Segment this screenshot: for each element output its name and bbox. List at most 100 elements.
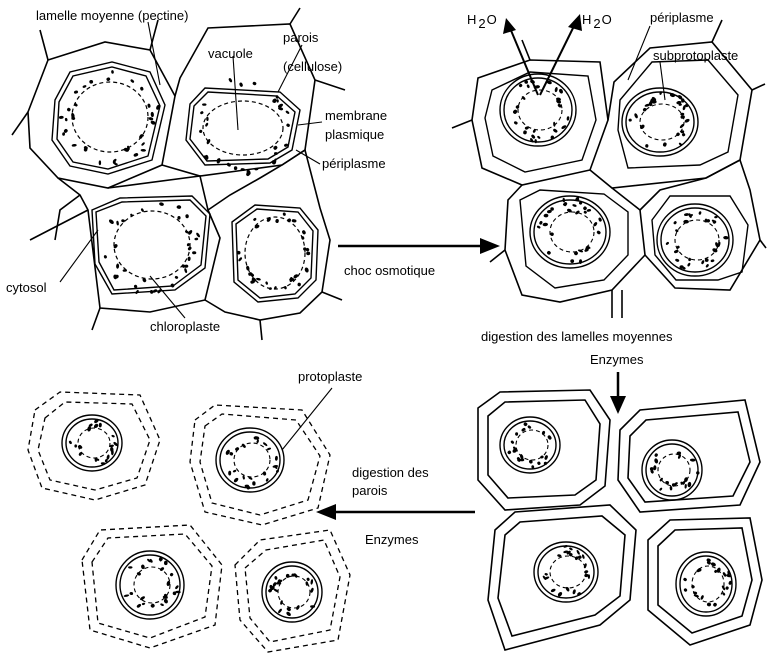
- label-enzymes-2: Enzymes: [365, 532, 419, 547]
- chloroplast-dots: [59, 70, 311, 295]
- chloroplast: [174, 276, 178, 280]
- chloroplast: [546, 250, 551, 255]
- chloroplast: [150, 112, 154, 118]
- chloroplast: [246, 266, 250, 271]
- chloroplast: [111, 434, 115, 437]
- chloroplast: [104, 255, 108, 259]
- chloroplast: [187, 243, 190, 247]
- chloroplast: [116, 221, 119, 226]
- label-enzymes-1: Enzymes: [590, 352, 644, 367]
- tissue-walls-2: [452, 20, 766, 318]
- chloroplast: [542, 223, 548, 227]
- chloroplast: [148, 117, 153, 121]
- chloroplast: [510, 440, 515, 445]
- chloroplast: [265, 281, 268, 285]
- chloroplast: [273, 145, 279, 151]
- chloroplast: [572, 204, 577, 208]
- chloroplast: [72, 144, 77, 147]
- label-subprotoplaste: subprotoplaste: [653, 48, 738, 63]
- chloroplast: [128, 566, 132, 568]
- chloroplast: [687, 482, 691, 488]
- chloroplast: [684, 118, 690, 123]
- chloroplast: [584, 570, 589, 574]
- label-periplasme-2: périplasme: [650, 10, 714, 25]
- chloroplast: [286, 123, 291, 128]
- label-cellulose: (cellulose): [283, 59, 342, 74]
- chloroplast: [106, 77, 111, 82]
- chloroplast: [690, 458, 696, 461]
- chloroplast: [628, 118, 632, 122]
- chloroplast: [547, 435, 552, 441]
- chloroplast: [586, 209, 591, 212]
- label-choc-osmotique: choc osmotique: [344, 263, 435, 278]
- chloroplast: [563, 545, 568, 549]
- chloroplast: [192, 251, 196, 254]
- chloroplast: [234, 166, 237, 170]
- chloroplast: [199, 129, 203, 133]
- chloroplast: [565, 586, 570, 592]
- label-cytosol: cytosol: [6, 280, 47, 295]
- chloroplast: [141, 142, 146, 147]
- chloroplast: [297, 282, 301, 286]
- chloroplast: [136, 603, 142, 608]
- chloroplast: [536, 225, 540, 229]
- chloroplast: [116, 263, 119, 268]
- chloroplast: [170, 283, 175, 288]
- chloroplast: [515, 105, 520, 110]
- chloroplast: [693, 594, 699, 598]
- chloroplast: [205, 122, 209, 127]
- chloroplast-dots-2: [512, 79, 729, 270]
- chloroplast: [275, 456, 278, 461]
- chloroplast: [233, 477, 239, 483]
- chloroplast: [523, 130, 527, 135]
- chloroplast: [696, 471, 700, 475]
- chloroplast: [543, 214, 548, 218]
- chloroplast: [175, 585, 180, 590]
- chloroplast: [665, 241, 669, 245]
- protoplasts-3: [500, 417, 736, 616]
- label-digestion-lamelles: digestion des lamelles moyennes: [481, 329, 673, 344]
- chloroplast: [723, 236, 729, 240]
- chloroplast: [534, 139, 537, 143]
- chloroplast: [159, 202, 165, 207]
- chloroplast: [654, 458, 659, 464]
- chloroplast: [123, 594, 129, 597]
- chloroplast: [228, 471, 231, 476]
- chloroplast: [659, 487, 663, 491]
- chloroplast: [515, 432, 518, 436]
- chloroplast: [59, 116, 64, 119]
- label-digestion-parois-2: parois: [352, 483, 388, 498]
- chloroplast: [228, 78, 233, 83]
- chloroplast: [169, 572, 174, 577]
- chloroplast: [267, 447, 272, 451]
- chloroplast: [691, 584, 696, 589]
- chloroplast: [539, 220, 543, 225]
- chloroplast: [541, 430, 545, 435]
- label-plasmique: plasmique: [325, 127, 384, 142]
- chloroplast: [553, 122, 556, 127]
- chloroplast: [276, 99, 279, 103]
- subprotoplasts: [500, 74, 733, 276]
- chloroplast: [566, 116, 569, 121]
- chloroplast: [164, 561, 168, 566]
- chloroplast: [233, 469, 237, 472]
- chloroplast: [634, 113, 639, 119]
- chloroplast: [512, 109, 518, 115]
- chloroplast: [705, 264, 709, 268]
- chloroplast: [725, 586, 729, 590]
- chloroplast: [680, 115, 685, 119]
- chloroplast: [572, 589, 576, 595]
- chloroplast: [285, 110, 290, 114]
- chloroplast: [687, 262, 691, 267]
- chloroplast: [160, 603, 164, 607]
- chloroplast: [310, 579, 313, 585]
- chloroplast: [262, 471, 266, 476]
- chloroplast: [89, 80, 93, 84]
- chloroplast: [675, 258, 680, 262]
- chloroplast: [99, 160, 101, 165]
- chloroplast: [239, 82, 244, 87]
- chloroplast: [66, 107, 71, 112]
- cell-walls-3: [478, 390, 762, 650]
- chloroplast: [202, 103, 206, 105]
